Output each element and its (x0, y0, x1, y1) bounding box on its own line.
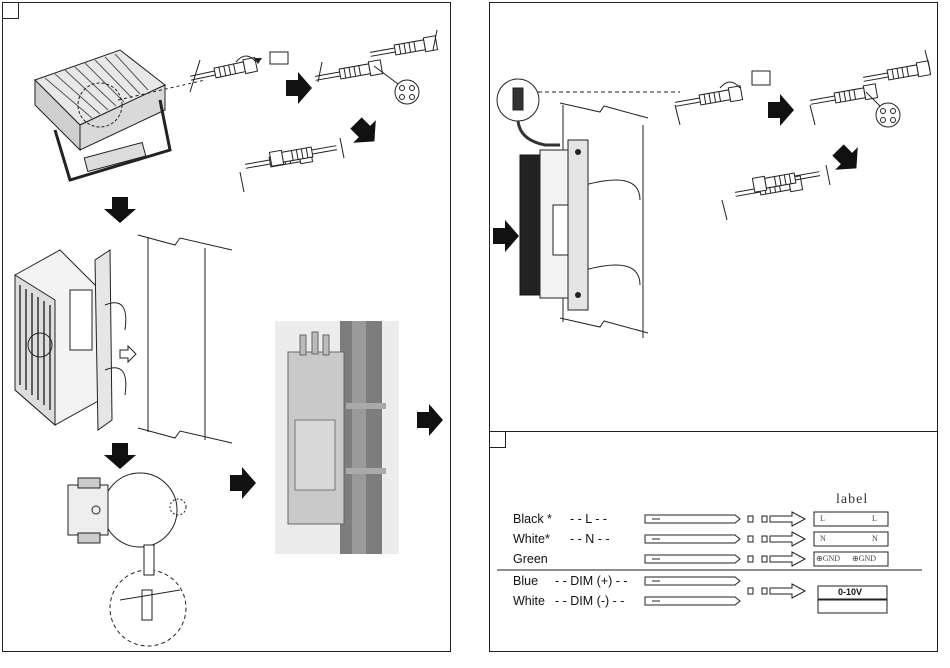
step-arrow-right-3 (417, 404, 443, 436)
installation-photo (275, 321, 399, 554)
pin-layout-detail-2 (876, 103, 900, 127)
step-arrow-right (286, 72, 312, 104)
tag-l-right: L (872, 514, 877, 523)
wire-color-white: White* (513, 532, 550, 546)
tag-n-left: N (820, 534, 826, 543)
wire-signal-l: - - L - - (570, 512, 607, 526)
wire-color-white-dim: White (513, 594, 545, 608)
wire-signal-dim-plus: - - DIM (+) - - (555, 574, 628, 588)
tag-gnd-right: ⊕GND (852, 554, 876, 563)
tag-dim: 0-10V (838, 587, 862, 597)
wire-color-black: Black * (513, 512, 552, 526)
wire-color-green: Green (513, 552, 548, 566)
tag-n-right: N (872, 534, 878, 543)
step-arrow-diagonal-2 (827, 139, 868, 180)
step-arrow-right-4 (768, 94, 794, 126)
step-arrow-right-5 (493, 220, 519, 252)
mounted-driver-illustration (520, 103, 648, 338)
label-header: label (836, 492, 868, 508)
floodlight-illustration (35, 50, 170, 180)
step-arrow-down (104, 197, 136, 223)
step-arrow-right-2 (230, 467, 256, 499)
wire-signal-n: - - N - - (570, 532, 610, 546)
driver-box-illustration (15, 250, 136, 430)
pole-top-view (68, 473, 186, 646)
step-arrow-down-2 (104, 443, 136, 469)
step-arrow-diagonal (345, 112, 386, 153)
tag-gnd-left: ⊕GND (816, 554, 840, 563)
pin-layout-detail (395, 80, 419, 104)
tag-l-left: L (820, 514, 825, 523)
wire-color-blue: Blue (513, 574, 538, 588)
wire-signal-dim-minus: - - DIM (-) - - (555, 594, 624, 608)
